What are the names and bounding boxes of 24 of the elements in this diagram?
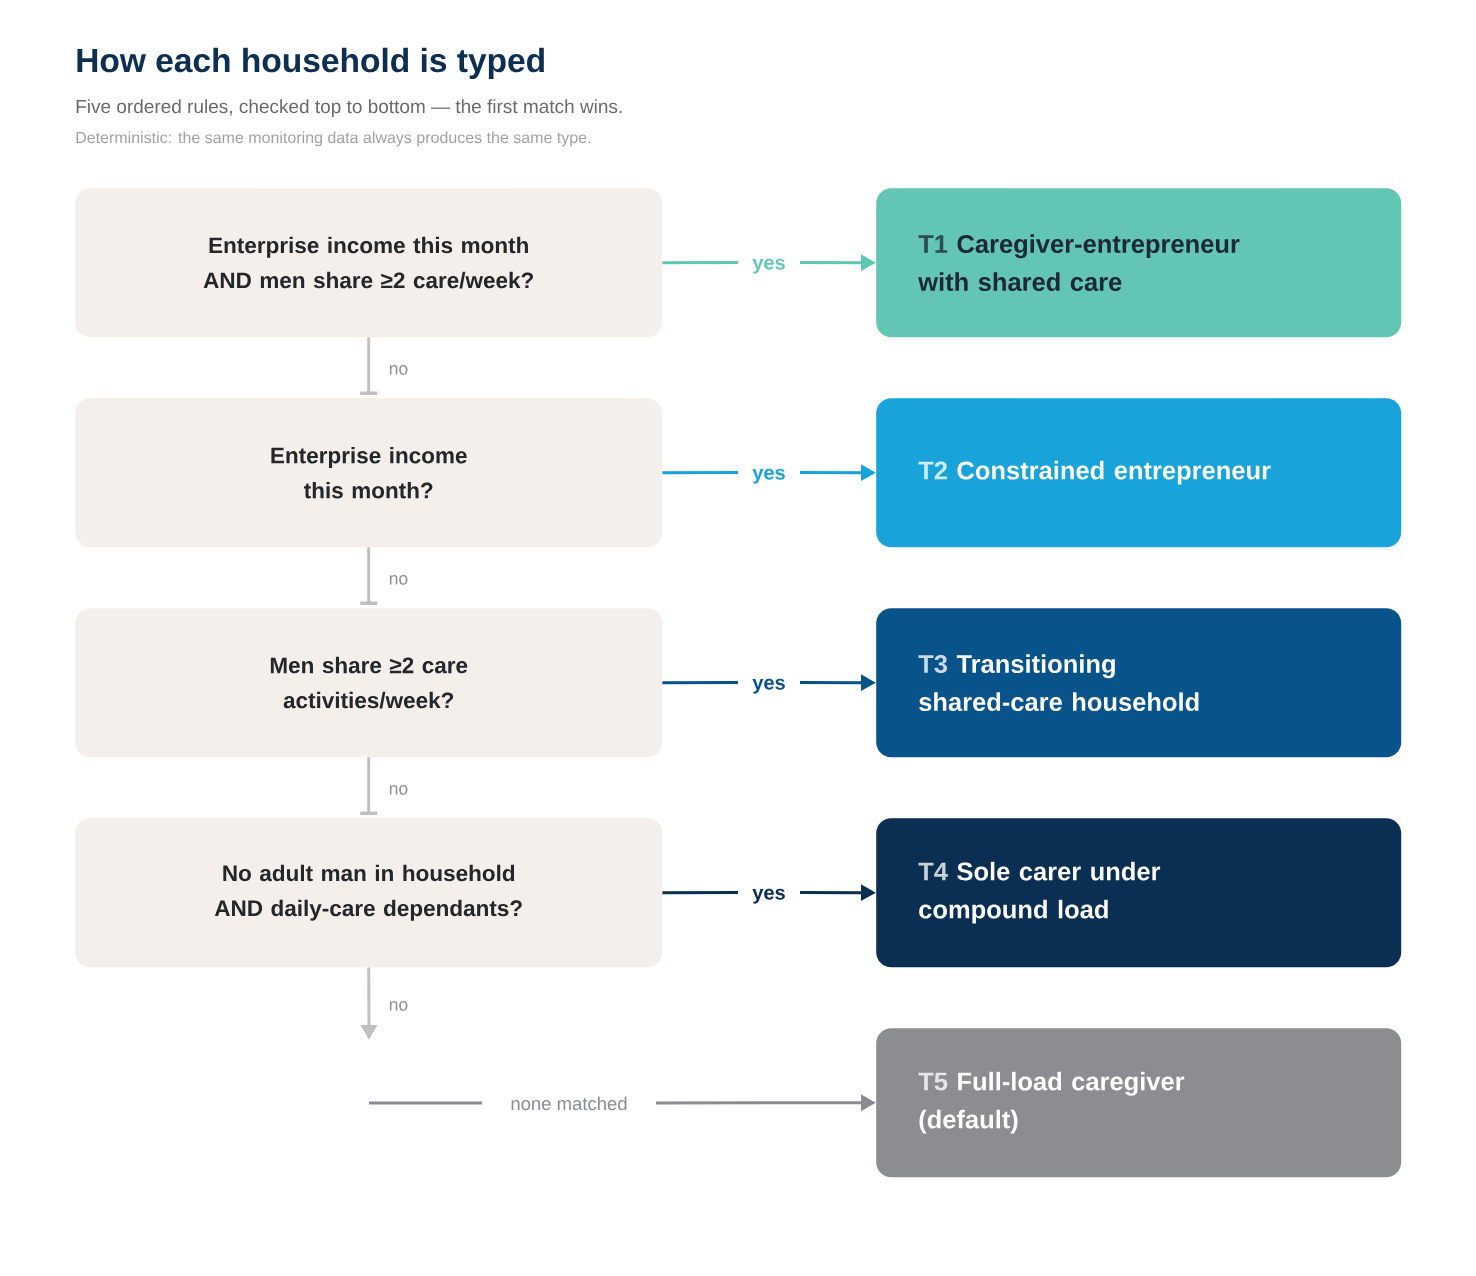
edge-label: yes bbox=[752, 888, 785, 904]
type-box: T4 Sole carer under compound load bbox=[876, 818, 1402, 968]
edge-label: no bbox=[389, 365, 408, 375]
connector-line bbox=[360, 547, 378, 605]
type-box: T1 Caregiver-entrepreneur with shared care bbox=[876, 188, 1402, 338]
edge-label: yes bbox=[752, 468, 785, 484]
type-box: T5 Full-load caregiver (default) bbox=[876, 1028, 1402, 1178]
question-box: Enterprise income this month? bbox=[75, 398, 663, 548]
edge-label: yes bbox=[752, 258, 785, 274]
edge-label: no bbox=[389, 1001, 408, 1011]
connector-line bbox=[360, 757, 378, 815]
title: How each household is typed bbox=[77, 47, 544, 79]
type-box: T2 Constrained entrepreneur bbox=[876, 398, 1402, 548]
subtitle: Five ordered rules, checked top to bottom — the first match wins. bbox=[76, 99, 622, 117]
edge-label: yes bbox=[752, 678, 785, 694]
edge-label: none matched bbox=[511, 1096, 627, 1111]
connector-line bbox=[360, 337, 378, 395]
question-box: Men share ≥2 care activities/week? bbox=[75, 608, 663, 758]
note: Deterministic: the same monitoring data always produces the same type. bbox=[76, 131, 591, 147]
question-box: Enterprise income this month AND men share ≥2 care/week? bbox=[75, 188, 663, 338]
edge-label: no bbox=[389, 575, 408, 585]
edge-label: no bbox=[389, 785, 408, 795]
question-box: No adult man in household AND daily-care dependants? bbox=[75, 818, 663, 968]
type-box: T3 Transitioning shared-care household bbox=[876, 608, 1402, 758]
